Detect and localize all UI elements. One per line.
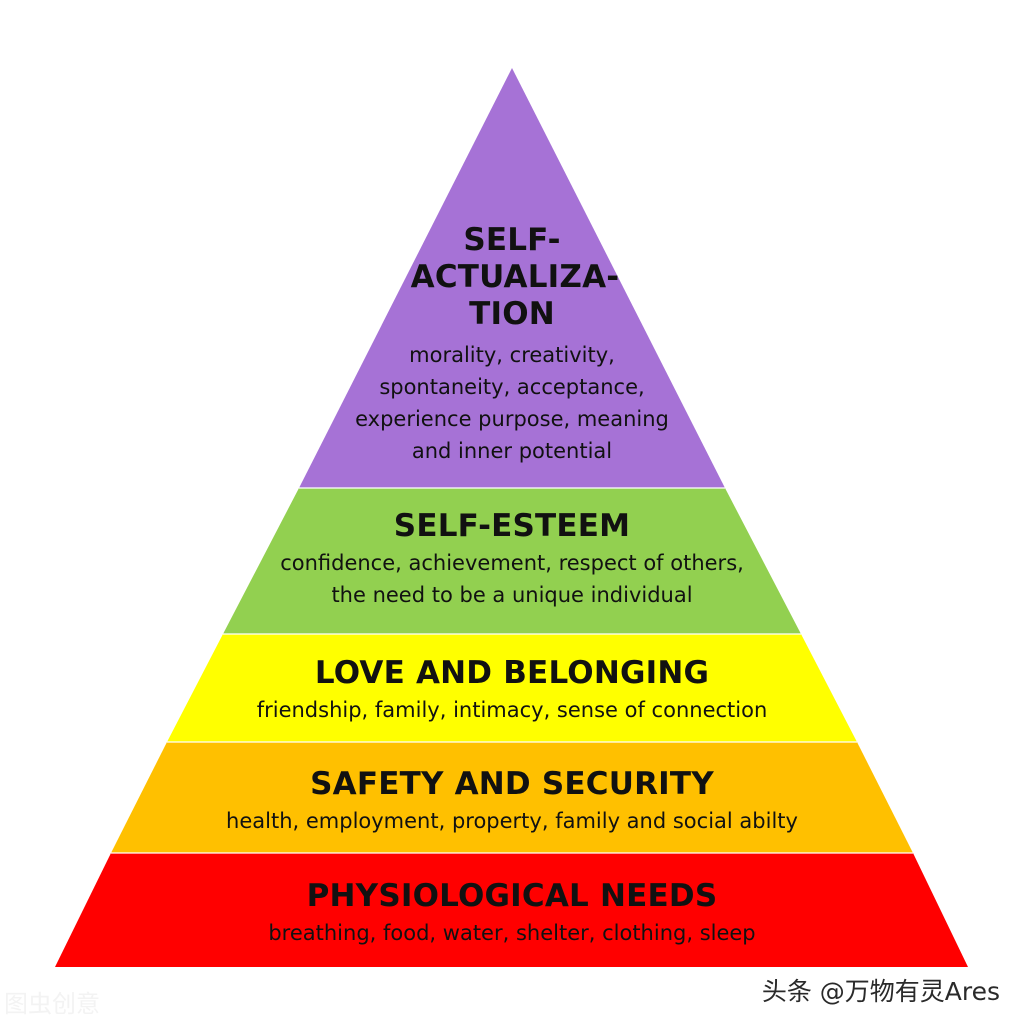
tier-title-line: SAFETY AND SECURITY — [310, 766, 714, 802]
tier-band-physiological-needs — [55, 853, 968, 967]
tier-description-line: spontaneity, acceptance, — [379, 375, 645, 399]
tier-description: friendship, family, intimacy, sense of c… — [0, 694, 1024, 726]
tier-band-love-and-belonging — [167, 634, 857, 742]
tier-description-line: experience purpose, meaning — [355, 407, 669, 431]
tier-title-line: LOVE AND BELONGING — [314, 655, 710, 691]
tier-title-line: SELF- — [463, 222, 561, 258]
tier-self-actualization: SELF- ACTUALIZA- TION morality, creativi… — [0, 222, 1024, 467]
tier-description: breathing, food, water, shelter, clothin… — [0, 917, 1024, 949]
tier-description-line: morality, creativity, — [409, 343, 615, 367]
tier-self-esteem: SELF-ESTEEM confidence, achievement, res… — [0, 508, 1024, 611]
tier-description: morality, creativity, spontaneity, accep… — [0, 339, 1024, 467]
tier-title-line: ACTUALIZA- — [410, 259, 620, 295]
tier-title-line: SELF-ESTEEM — [393, 508, 631, 544]
tier-band-self-esteem — [223, 488, 801, 634]
tier-description-line: the need to be a unique individual — [331, 583, 693, 607]
tier-title: SELF-ESTEEM — [0, 508, 1024, 545]
tier-title: SELF- ACTUALIZA- TION — [0, 222, 1024, 333]
tier-title: SAFETY AND SECURITY — [0, 766, 1024, 803]
tier-title-line: PHYSIOLOGICAL NEEDS — [306, 878, 718, 914]
tier-title-line: TION — [469, 296, 555, 332]
tier-description-line: confidence, achievement, respect of othe… — [280, 551, 744, 575]
tier-safety-and-security: SAFETY AND SECURITY health, employment, … — [0, 766, 1024, 837]
tier-description-line: breathing, food, water, shelter, clothin… — [268, 921, 756, 945]
tier-title: LOVE AND BELONGING — [0, 655, 1024, 692]
tier-description-line: friendship, family, intimacy, sense of c… — [256, 698, 768, 722]
tier-physiological-needs: PHYSIOLOGICAL NEEDS breathing, food, wat… — [0, 878, 1024, 949]
tier-description-line: and inner potential — [411, 439, 613, 463]
source-watermark: 头条 @万物有灵Ares — [761, 977, 1000, 1006]
tier-love-and-belonging: LOVE AND BELONGING friendship, family, i… — [0, 655, 1024, 726]
tier-band-safety-and-security — [111, 742, 913, 853]
tier-description: confidence, achievement, respect of othe… — [0, 547, 1024, 611]
tier-band-self-actualization — [299, 68, 725, 488]
tier-description: health, employment, property, family and… — [0, 805, 1024, 837]
tier-title: PHYSIOLOGICAL NEEDS — [0, 878, 1024, 915]
tier-description-line: health, employment, property, family and… — [226, 809, 798, 833]
stock-credit-watermark: 图虫创意 — [4, 990, 100, 1018]
